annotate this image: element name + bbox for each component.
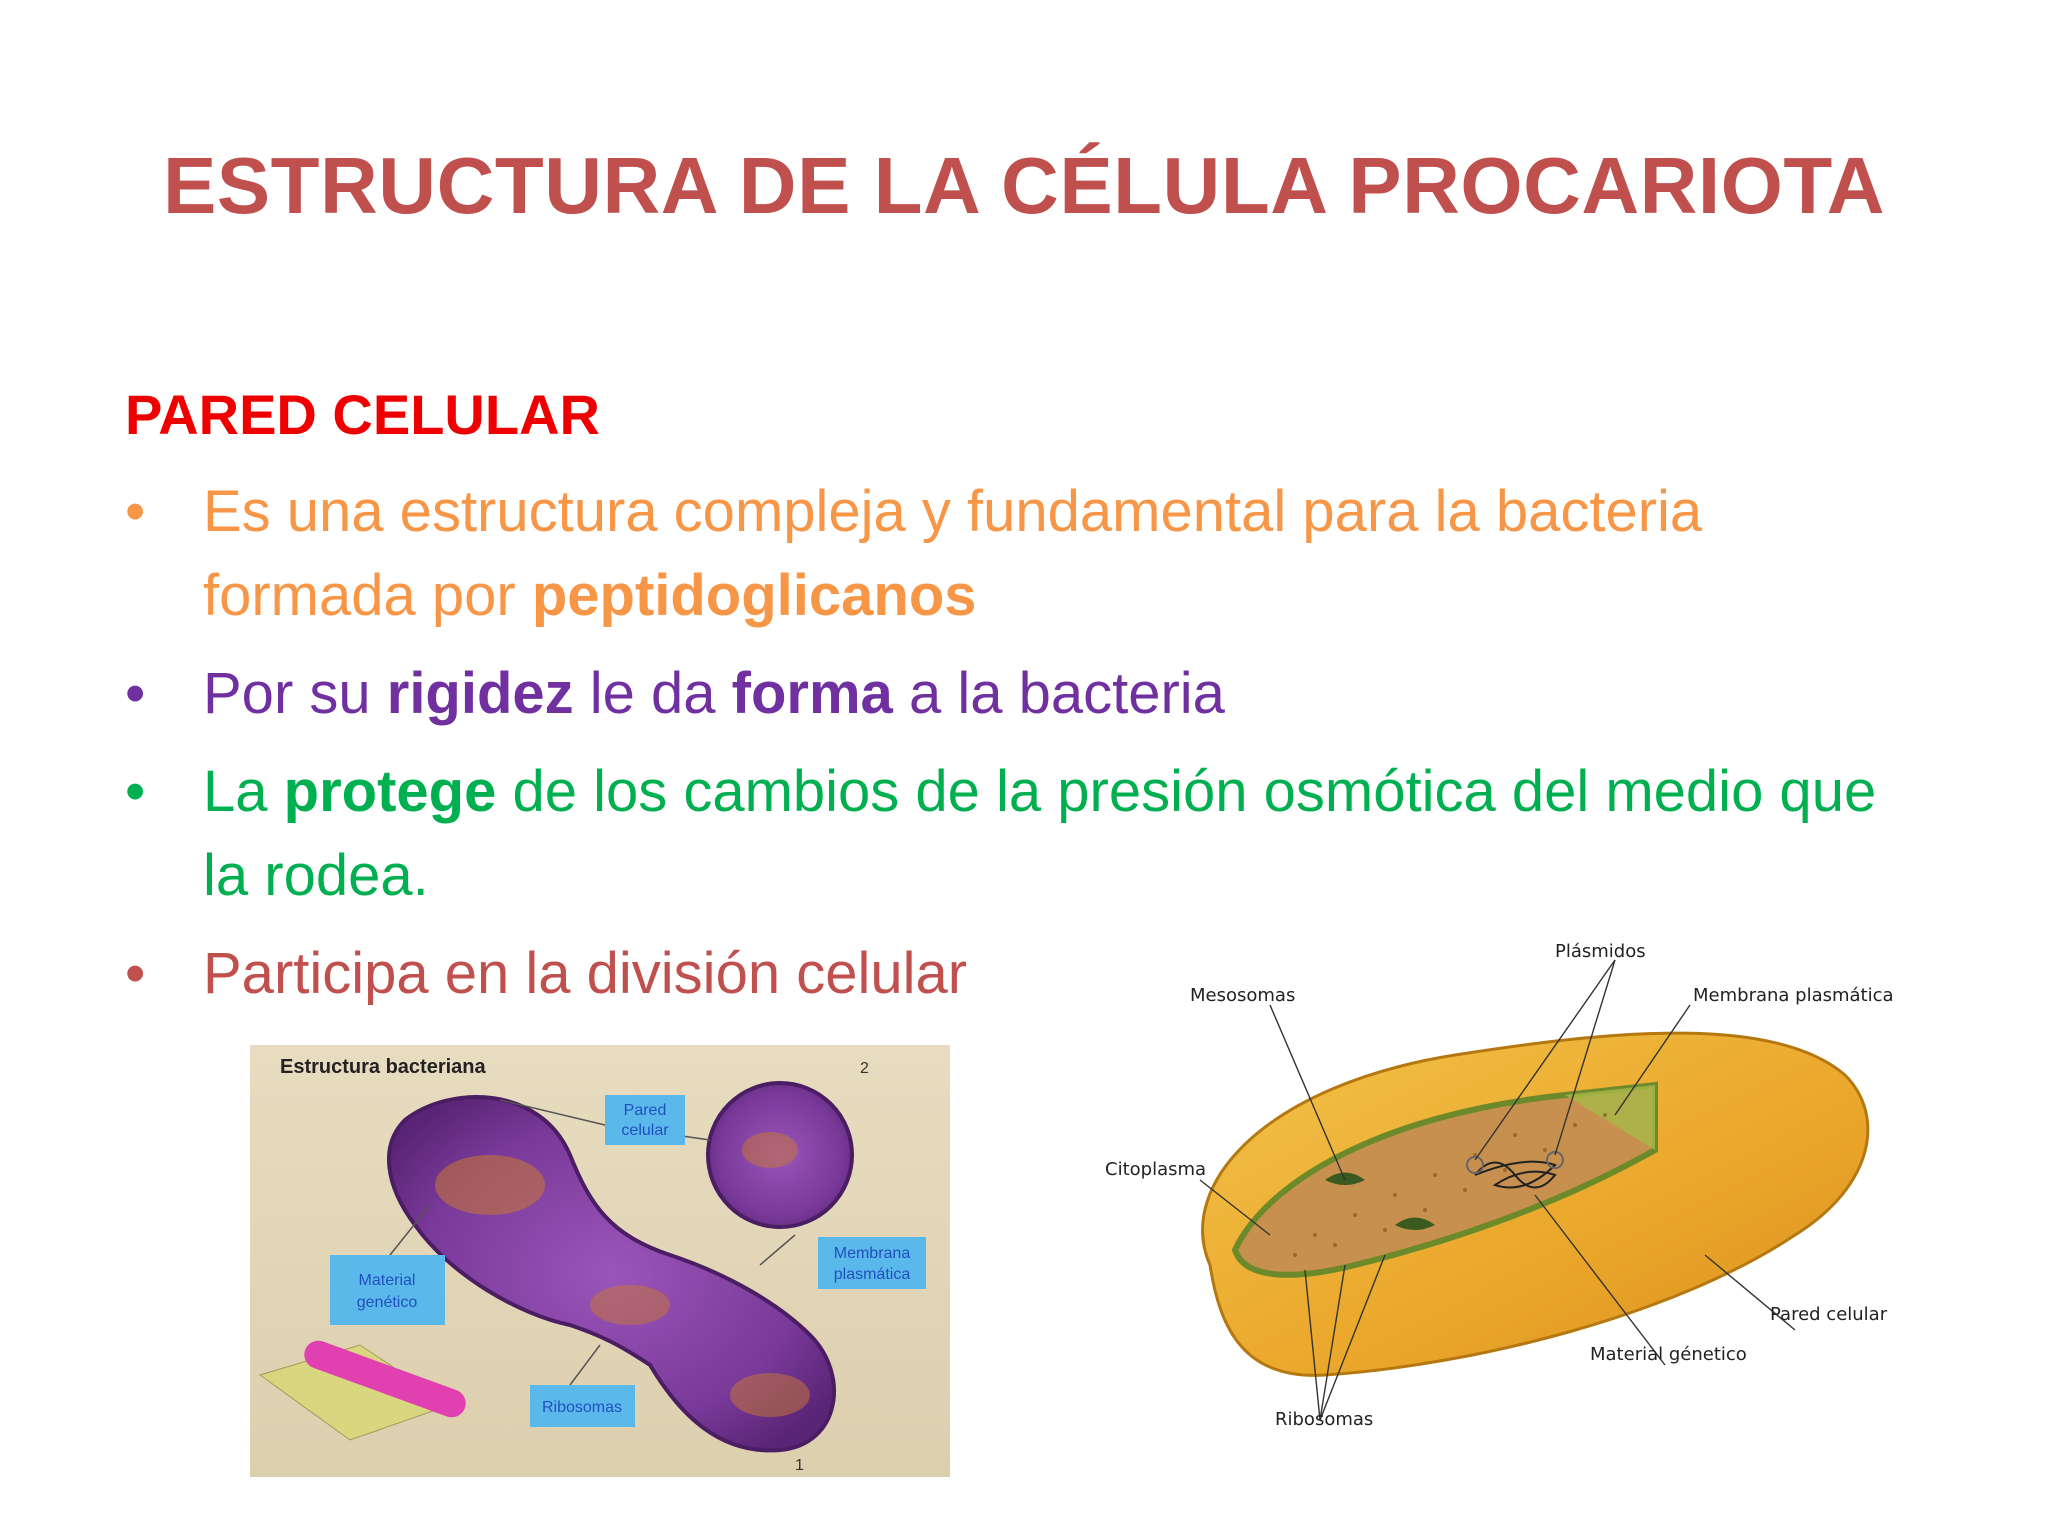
ribosomes-dots	[1293, 1113, 1607, 1257]
label-cell-wall: Pared	[624, 1102, 667, 1119]
plasmid	[1466, 1156, 1484, 1174]
prokaryotic-cell-illustration: Plásmidos Mesosomas Membrana plasmática …	[1105, 941, 1894, 1430]
figure-number-bottom: 1	[795, 1457, 804, 1474]
bullet-list: • Es una estructura compleja y fundamenta…	[125, 470, 1925, 1030]
bullet-dot: •	[125, 479, 146, 544]
label-ribosomes: Ribosomas	[1275, 1409, 1373, 1430]
bullet-text-segment: forma	[731, 661, 893, 726]
bullet-item: • Participa en la división celular	[125, 932, 1925, 1016]
label-cell-wall: Pared celular	[1770, 1304, 1888, 1325]
label-box-cell-wall	[605, 1095, 685, 1145]
bullet-dot: •	[125, 759, 146, 824]
svg-text:genético: genético	[357, 1294, 418, 1311]
genetic-material	[1474, 1160, 1557, 1189]
label-box-genetic-material	[330, 1255, 445, 1325]
mesosome	[1395, 1217, 1435, 1230]
label-plasma-membrane: Membrana plasmática	[1693, 985, 1894, 1006]
bullet-text-segment: rigidez	[386, 661, 574, 726]
bullet-dot: •	[125, 941, 146, 1006]
bullet-text-segment: Por su	[203, 661, 387, 726]
bullet-text-segment: Participa en la división celular	[203, 941, 968, 1006]
slide-title: ESTRUCTURA DE LA CÉLULA PROCARIOTA	[162, 141, 1886, 230]
bullet-text-segment: peptidoglicanos	[531, 563, 977, 628]
label-box-ribosomes	[530, 1385, 635, 1427]
bullet-text-segment: le da	[573, 661, 732, 726]
cytoplasm	[1231, 1081, 1658, 1278]
label-plasma-membrane: Membrana	[834, 1245, 911, 1262]
label-genetic-material: Material génetico	[1590, 1344, 1747, 1365]
label-plasmids: Plásmidos	[1555, 941, 1646, 962]
bullet-text-segment: a la bacteria	[892, 661, 1225, 726]
figure-title: Estructura bacteriana	[280, 1056, 487, 1078]
bullet-dot: •	[125, 661, 146, 726]
bacterium-model	[304, 1340, 466, 1418]
prokaryotic-cell-diagram: Plásmidos Mesosomas Membrana plasmática …	[1095, 935, 1925, 1435]
bacterial-structure-figure: Estructura bacteriana 2 1 Pared celular …	[250, 1045, 950, 1477]
genetic-material	[590, 1285, 670, 1325]
bullet-item: • Es una estructura compleja y fundamenta…	[125, 470, 1925, 638]
label-genetic-material: Material	[359, 1272, 416, 1289]
section-heading: PARED CELULAR	[125, 383, 600, 446]
svg-text:plasmática: plasmática	[834, 1266, 911, 1283]
label-box-plasma-membrane	[818, 1237, 926, 1289]
figure-number-top: 2	[860, 1060, 869, 1077]
bullet-text-segment: protege	[283, 759, 497, 824]
bacterial-structure-illustration: Estructura bacteriana 2 1 Pared celular …	[250, 1045, 950, 1477]
bullet-text-segment: de los cambios de la presión osmótica de…	[203, 759, 1877, 908]
label-mesosomes: Mesosomas	[1190, 985, 1295, 1006]
bullet-item: • Por su rigidez le da forma a la bacteri…	[125, 652, 1925, 736]
svg-text:celular: celular	[621, 1122, 669, 1139]
bullet-text-segment: La	[203, 759, 284, 824]
plasmid	[1546, 1151, 1564, 1169]
label-cytoplasm: Citoplasma	[1105, 1159, 1206, 1180]
bullet-item: • La protege de los cambios de la presión…	[125, 750, 1925, 918]
bullet-text-segment: Es una estructura compleja y fundamental…	[203, 479, 1703, 628]
genetic-material	[730, 1373, 810, 1417]
label-ribosomes: Ribosomas	[542, 1399, 622, 1416]
genetic-material	[435, 1155, 545, 1215]
